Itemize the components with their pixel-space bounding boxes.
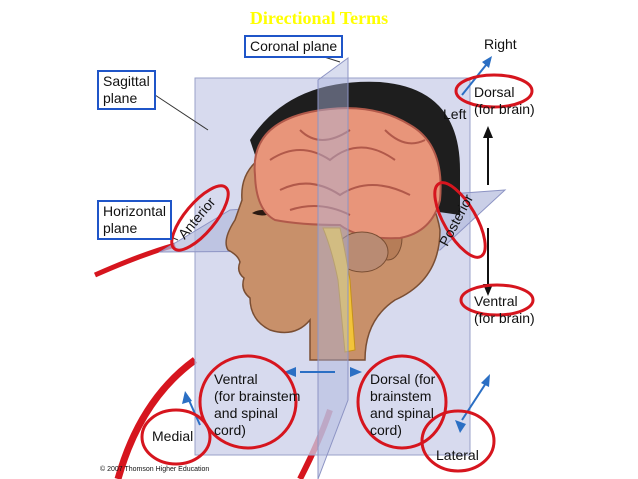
right-label: Right: [484, 36, 517, 52]
dorsal-brain-highlight: [454, 73, 534, 109]
spinal-cord-shape: [322, 227, 356, 353]
dorsal-brainstem-highlight: [356, 354, 448, 450]
lateral-highlight: [420, 409, 496, 473]
posterior-highlight: [433, 181, 487, 259]
ventral-brain-highlight: [459, 283, 535, 317]
dorsal-brain-label: Dorsal (for brain): [474, 84, 535, 117]
dorsal-brainstem-label: Dorsal (for brainstem and spinal cord): [370, 371, 436, 438]
dorsal-arrow-head: [483, 126, 493, 138]
red-arc-bottom: [114, 357, 198, 479]
lateral-pointer-head: [481, 374, 490, 387]
coronal-plane-shape: [317, 57, 349, 479]
left-label: Left: [443, 106, 467, 122]
lateral-pointer-head-2: [455, 420, 466, 433]
coronal-plane-label: Coronal plane: [244, 35, 344, 58]
copyright-credit: © 2007 Thomson Higher Education: [100, 466, 210, 473]
medial-highlight: [140, 408, 212, 466]
medial-pointer: [187, 397, 201, 426]
sagittal-plane-label: Sagittal plane: [97, 70, 156, 110]
right-arrow-head: [482, 56, 492, 68]
anterior-highlight: [170, 184, 230, 252]
diagram-title: Directional Terms: [249, 8, 389, 28]
lateral-label: Lateral: [436, 447, 479, 463]
ventral-brain-label: Ventral (for brain): [474, 293, 535, 326]
sagittal-leader: [154, 94, 209, 131]
medial-label: Medial: [152, 428, 194, 444]
horizontal-plane-label: Horizontal plane: [97, 200, 173, 240]
medial-pointer-head: [182, 391, 192, 404]
red-arc-left: [93, 242, 176, 278]
lateral-pointer: [461, 379, 489, 421]
dorsal-bs-arrow-head: [350, 367, 362, 377]
brain-folds: [269, 129, 426, 216]
ventral-brainstem-label: Ventral (for brainstem and spinal cord): [214, 371, 301, 438]
ventral-brainstem-highlight: [198, 354, 298, 450]
ventral-bs-arrow-head: [284, 367, 296, 377]
